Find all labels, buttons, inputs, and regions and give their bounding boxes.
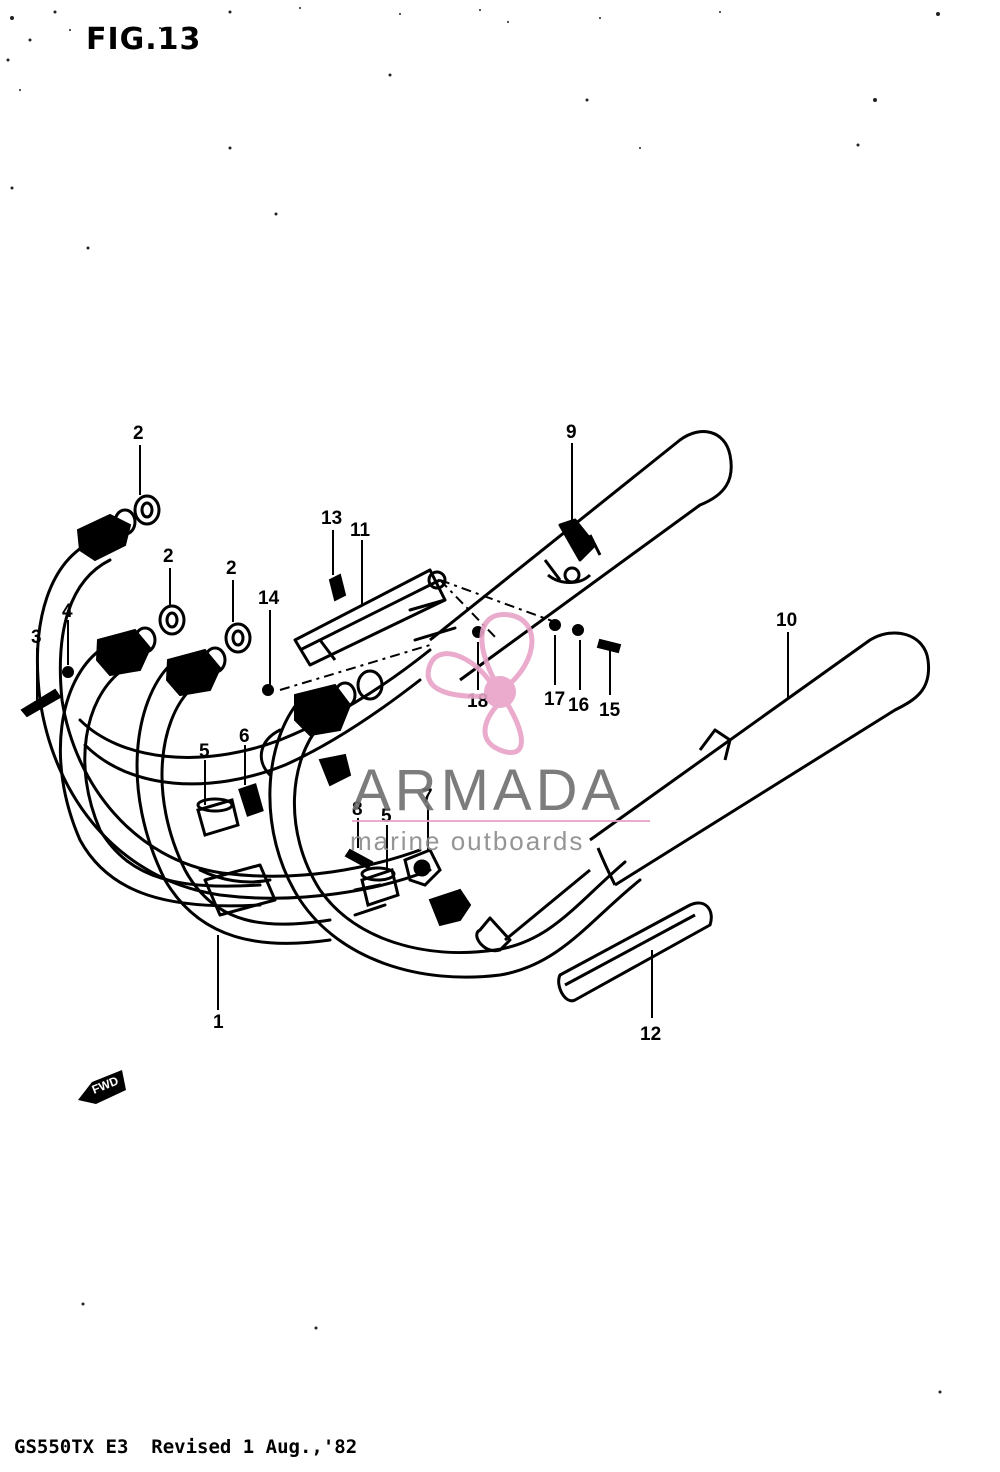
callout-16: 16	[568, 695, 589, 716]
muffler-lower	[475, 631, 931, 953]
forward-direction-tag: FWD	[78, 1070, 126, 1104]
connector-pipes	[196, 783, 442, 907]
callout-13: 13	[321, 508, 342, 529]
callout-6: 6	[239, 726, 250, 747]
callout-12: 12	[640, 1024, 661, 1045]
muffler-protector	[557, 901, 713, 1003]
callout-8: 8	[352, 799, 363, 820]
callout-11: 11	[350, 520, 371, 541]
callout-1: 1	[213, 1012, 224, 1033]
callout-7: 7	[422, 786, 433, 807]
callout-3: 3	[31, 627, 42, 648]
figure-title: FIG.13	[86, 22, 202, 57]
watermark-subtitle: marine outboards	[350, 826, 584, 856]
revision-footer: GS550TX E3 Revised 1 Aug.,'82	[14, 1436, 358, 1458]
armada-watermark: ARMADA marine outboards	[350, 611, 650, 856]
gaskets	[133, 494, 252, 654]
callout-14: 14	[258, 588, 280, 609]
scan-noise	[6, 7, 942, 1394]
callout-numbers: 2 2 2 3 4 1 5 6 5 7 8 9 10 11 12 13 14 1…	[31, 422, 797, 1045]
watermark-name: ARMADA	[352, 758, 624, 823]
clamp-openings	[113, 508, 384, 709]
heat-shield	[293, 568, 447, 667]
callout-4: 4	[62, 601, 73, 622]
callout-2a: 2	[133, 423, 144, 444]
callout-15: 15	[599, 700, 621, 721]
propeller-icon	[425, 611, 535, 755]
muffler-upper	[429, 430, 733, 682]
callout-9: 9	[566, 422, 577, 443]
callout-17: 17	[544, 689, 565, 710]
callout-2b: 2	[163, 546, 174, 567]
leader-lines	[36, 443, 789, 1018]
fasteners	[20, 573, 622, 870]
callout-5b: 5	[381, 806, 392, 827]
callout-10: 10	[776, 610, 797, 631]
callout-2c: 2	[226, 558, 237, 579]
propeller-hub	[484, 676, 516, 708]
callout-5a: 5	[199, 741, 210, 762]
exhaust-pipe-assembly	[36, 538, 642, 979]
